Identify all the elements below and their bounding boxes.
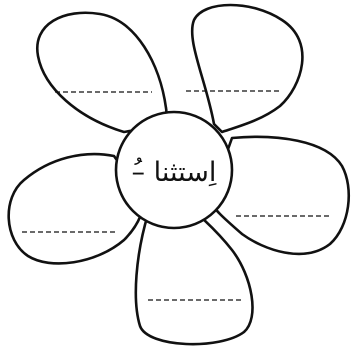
petal-top-right (192, 5, 302, 132)
center-word: اِستثنا –ُ (132, 157, 217, 188)
petal-top-left (37, 13, 166, 132)
petal-bottom (136, 214, 253, 344)
